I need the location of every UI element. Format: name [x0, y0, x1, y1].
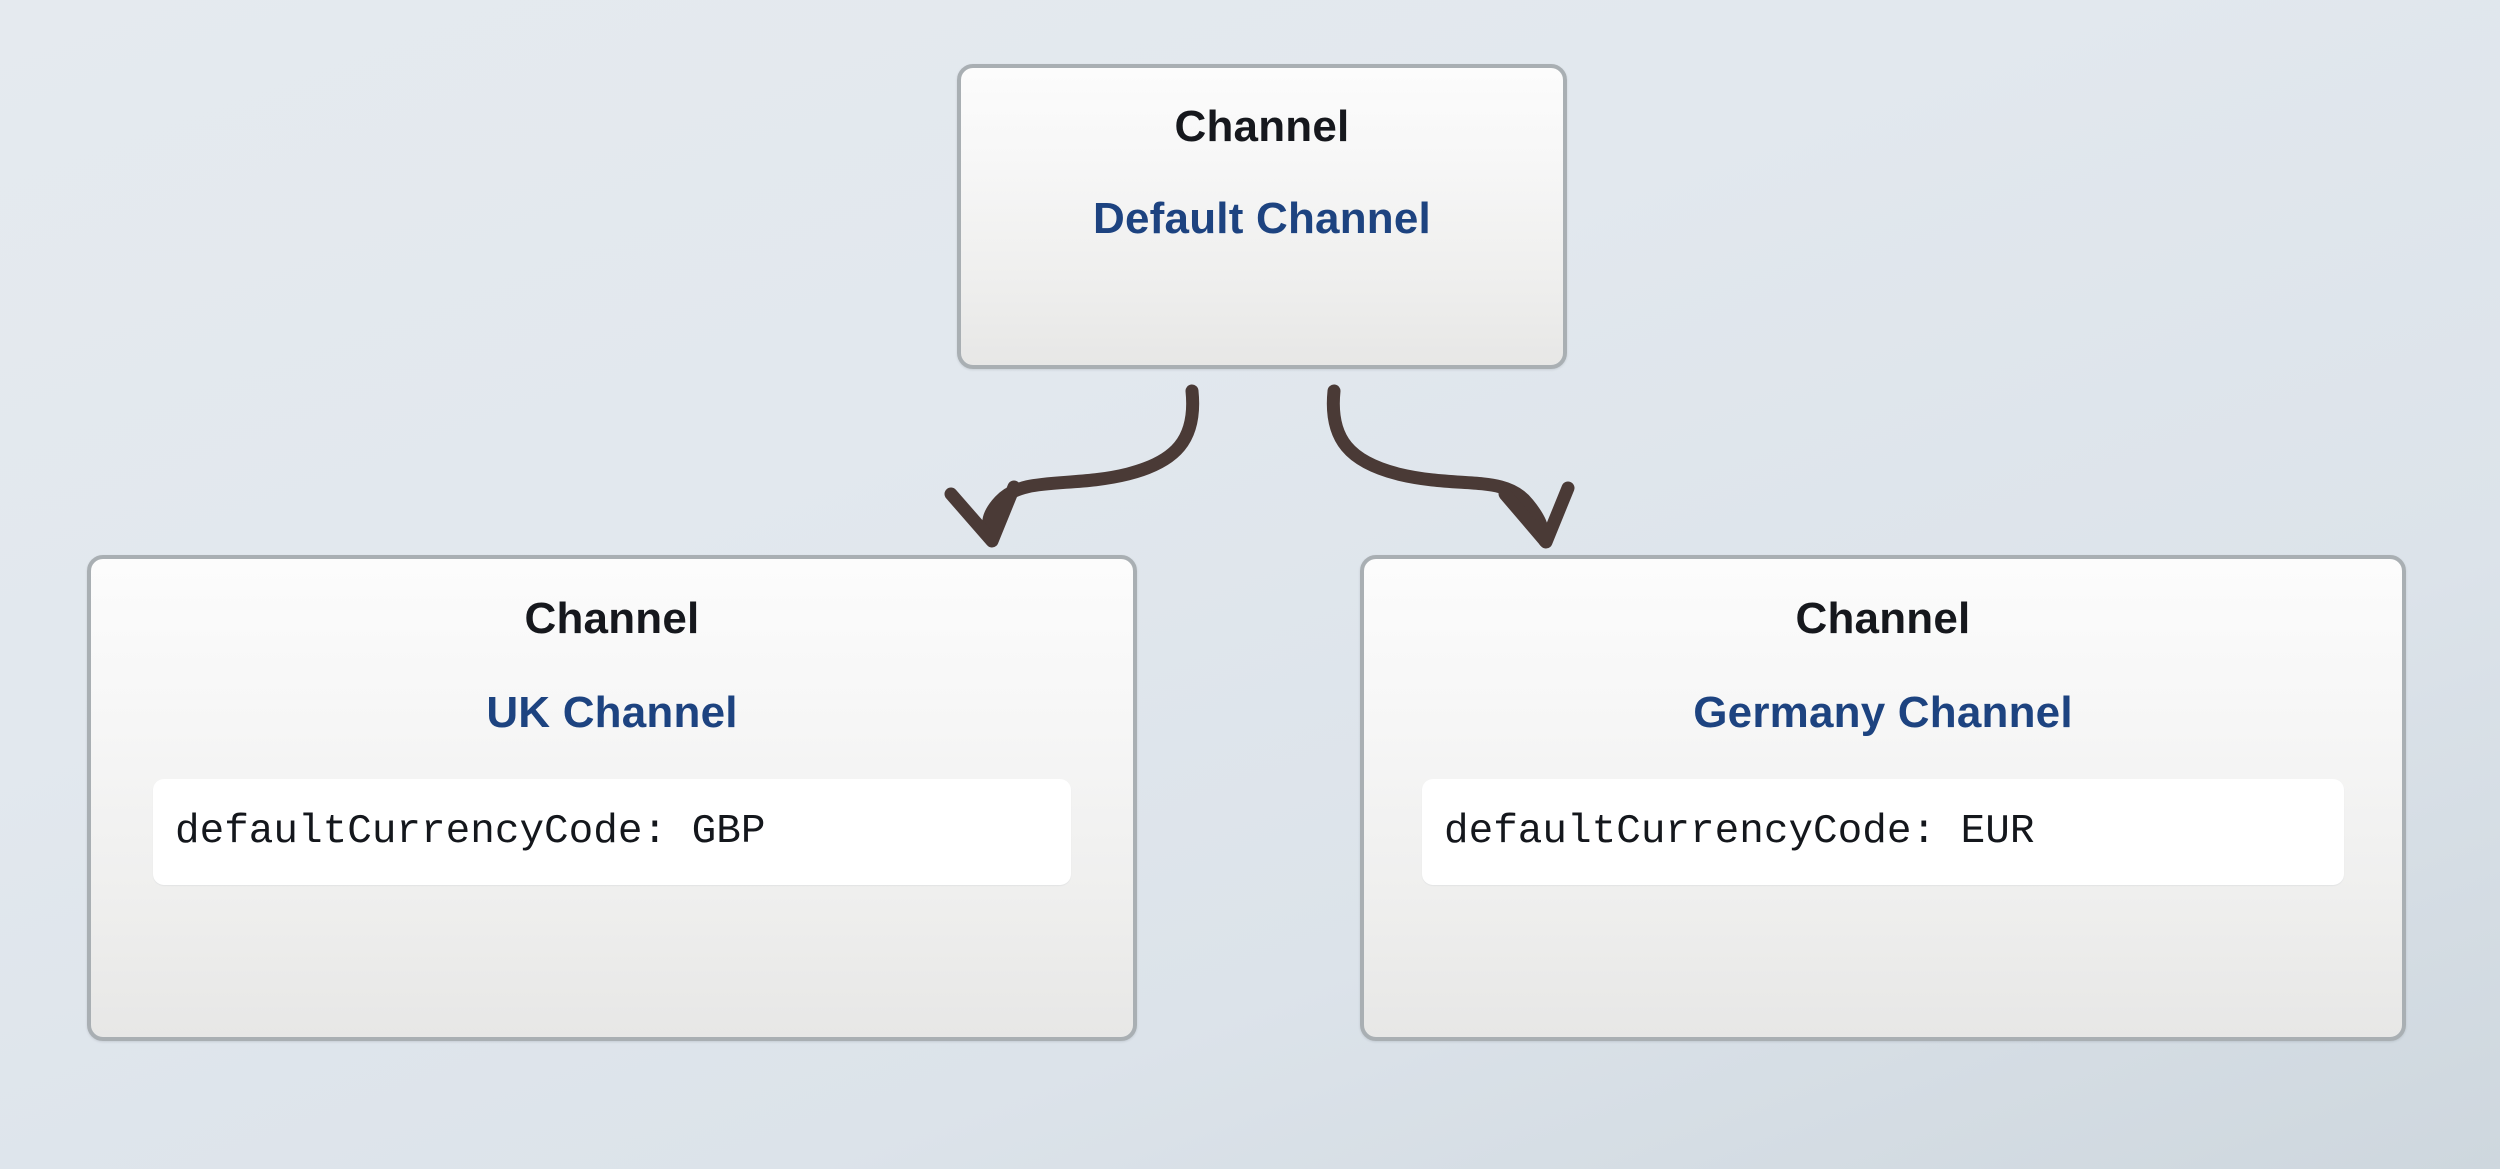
node-uk-channel[interactable]: Channel UK Channel defaultCurrencyCode: … — [87, 555, 1137, 1041]
property-row: defaultCurrencyCode: GBP — [153, 779, 1071, 885]
node-type-label: Channel — [1795, 594, 1971, 643]
node-name-label: UK Channel — [486, 688, 738, 737]
edge-root-to-uk — [982, 384, 1200, 547]
node-name-label: Default Channel — [1093, 194, 1431, 243]
property-row: defaultCurrencyCode: EUR — [1422, 779, 2344, 885]
node-germany-channel[interactable]: Channel Germany Channel defaultCurrencyC… — [1360, 555, 2406, 1041]
property-text: defaultCurrencyCode: GBP — [175, 809, 766, 855]
edge-root-to-uk-arrowhead — [944, 480, 1021, 548]
edge-root-to-germany — [1326, 384, 1552, 548]
property-list: defaultCurrencyCode: GBP — [91, 779, 1133, 885]
edge-root-to-germany-arrowhead — [1498, 481, 1575, 549]
node-name-label: Germany Channel — [1693, 688, 2073, 737]
node-type-label: Channel — [1174, 102, 1350, 151]
property-list: defaultCurrencyCode: EUR — [1364, 779, 2402, 885]
node-type-label: Channel — [524, 594, 700, 643]
property-text: defaultCurrencyCode: EUR — [1444, 809, 2035, 855]
node-default-channel[interactable]: Channel Default Channel — [957, 64, 1567, 369]
